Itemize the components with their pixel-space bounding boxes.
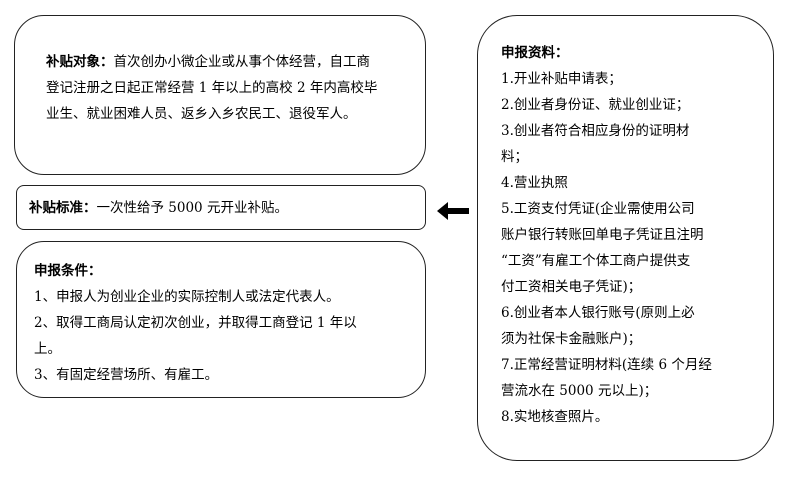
- materials-box: 申报资料： 1.开业补贴申请表； 2.创业者身份证、就业创业证； 3.创业者符合…: [477, 15, 774, 461]
- condition-line: 2、取得工商局认定初次创业，并取得工商登记 1 年以: [34, 315, 357, 331]
- subsidy-target-line: 业生、就业困难人员、返乡入乡农民工、退役军人。: [46, 106, 357, 122]
- material-line: 2.创业者身份证、就业创业证；: [501, 97, 690, 113]
- subsidy-standard-line: 补贴标准：一次性给予 5000 元开业补贴。: [29, 195, 425, 221]
- subsidy-standard-box: 补贴标准：一次性给予 5000 元开业补贴。: [16, 185, 426, 230]
- material-line: 须为社保卡金融账户)；: [501, 331, 642, 347]
- condition-line: 1、申报人为创业企业的实际控制人或法定代表人。: [34, 289, 340, 305]
- subsidy-target-label: 补贴对象：: [46, 54, 114, 70]
- material-line: 1.开业补贴申请表；: [501, 71, 622, 87]
- left-arrow-icon: [437, 202, 469, 220]
- material-line: 4.营业执照: [501, 175, 568, 191]
- materials-label: 申报资料：: [501, 45, 569, 61]
- condition-line: 上。: [34, 341, 61, 357]
- material-line: 7.正常经营证明材料(连续 6 个月经: [501, 357, 712, 373]
- subsidy-target-line: 登记注册之日起正常经营 1 年以上的高校 2 年内高校毕: [46, 80, 378, 96]
- conditions-box: 申报条件： 1、申报人为创业企业的实际控制人或法定代表人。 2、取得工商局认定初…: [16, 241, 426, 398]
- material-line: 5.工资支付凭证(企业需使用公司: [501, 201, 695, 217]
- material-line: 付工资相关电子凭证)；: [501, 279, 642, 295]
- material-line: 6.创业者本人银行账号(原则上必: [501, 305, 695, 321]
- material-line: “工资”有雇工个体工商户提供支: [501, 253, 691, 269]
- subsidy-standard-label: 补贴标准：: [29, 200, 97, 216]
- subsidy-standard-text: 一次性给予 5000 元开业补贴。: [96, 200, 288, 216]
- text: 首次创办小微企业或从事个体经营，自工商: [113, 54, 371, 70]
- material-line: 料；: [501, 149, 528, 165]
- material-line: 账户银行转账回单电子凭证且注明: [501, 227, 704, 243]
- subsidy-target-box: 补贴对象：首次创办小微企业或从事个体经营，自工商 登记注册之日起正常经营 1 年…: [14, 15, 426, 175]
- subsidy-target-line: 补贴对象：首次创办小微企业或从事个体经营，自工商: [46, 49, 425, 75]
- material-line: 8.实地核查照片。: [501, 409, 609, 425]
- material-line: 营流水在 5000 元以上)；: [501, 383, 658, 399]
- conditions-label: 申报条件：: [34, 263, 102, 279]
- condition-line: 3、有固定经营场所、有雇工。: [34, 367, 219, 383]
- material-line: 3.创业者符合相应身份的证明材: [501, 123, 690, 139]
